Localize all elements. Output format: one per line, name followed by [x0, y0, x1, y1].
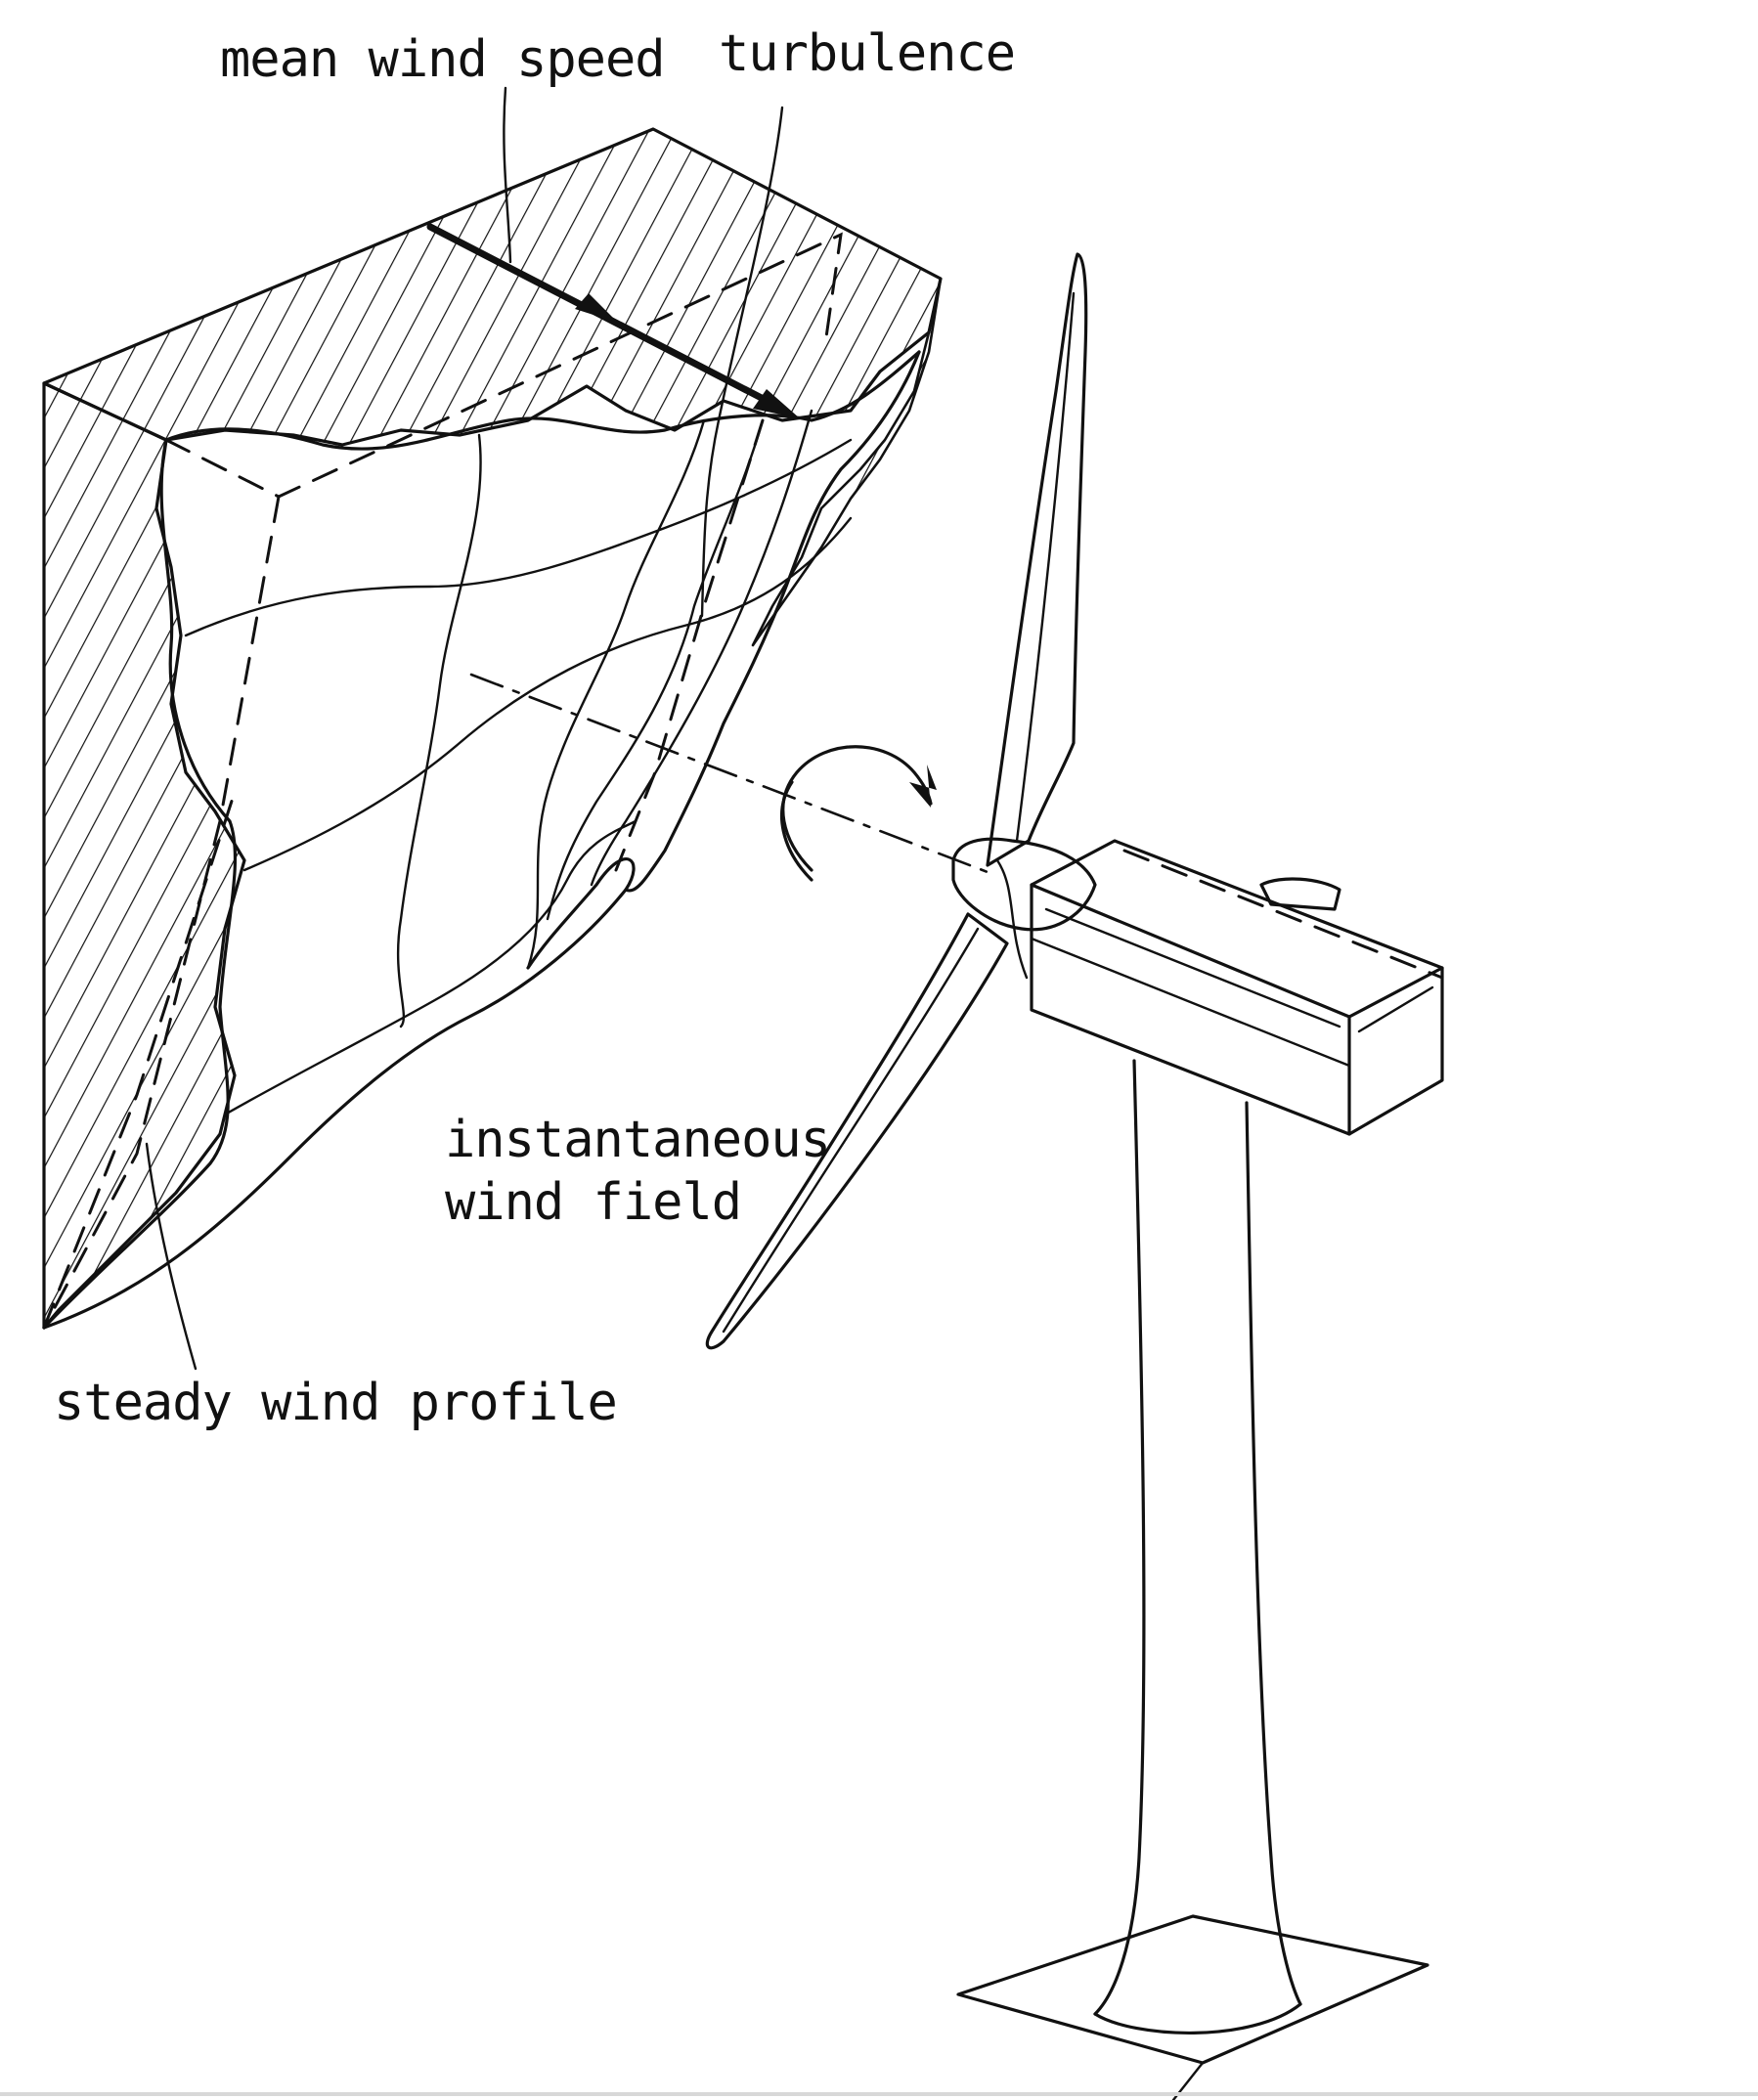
wind-field-lower-right-boundary: [624, 350, 921, 893]
hatched-side-face: [42, 381, 246, 1330]
wind-field-front-boundary: [42, 350, 921, 1330]
rotation-arrow-icon: [780, 745, 937, 882]
flow-line-4: [396, 433, 482, 1028]
tower: [1093, 1059, 1302, 2016]
label-steady-wind-profile: steady wind profile: [54, 1374, 617, 1432]
wind-turbine: [705, 252, 1444, 2100]
mean-wind-speed-arrow: [426, 223, 800, 418]
flow-line-7: [590, 409, 813, 887]
flow-line-5: [526, 418, 706, 970]
upper-blade: [986, 252, 1088, 867]
leader-steady-wind-profile: [145, 1142, 198, 1371]
wind-field-block: [42, 86, 943, 1371]
flow-line-3: [223, 819, 637, 1116]
label-instantaneous-line1: instantaneous: [445, 1111, 830, 1169]
dashed-block-right: [614, 418, 765, 872]
wind-field-bottom-boundary: [42, 857, 636, 1330]
label-turbulence: turbulence: [719, 24, 1015, 83]
hatched-top-face: [42, 127, 943, 447]
foundation: [956, 1914, 1429, 2065]
hatched-right-edge: [751, 277, 943, 647]
leader-mean-wind-speed: [503, 86, 512, 264]
dashed-block-top: [164, 232, 843, 499]
nacelle: [1030, 839, 1444, 1136]
flow-line-6: [546, 418, 765, 921]
rotor-hub: [951, 837, 1097, 932]
dashed-block-left: [42, 495, 281, 1330]
label-mean-wind-speed: mean wind speed: [220, 30, 665, 89]
flow-line-2: [242, 516, 853, 872]
dashed-profile-diagonal: [42, 790, 237, 1330]
label-instantaneous-line2: wind field: [445, 1173, 741, 1232]
leader-turbulence: [700, 106, 784, 618]
lower-blade: [705, 912, 1009, 1350]
rotor-axis-line: [469, 673, 989, 874]
flow-line-1: [184, 438, 853, 637]
